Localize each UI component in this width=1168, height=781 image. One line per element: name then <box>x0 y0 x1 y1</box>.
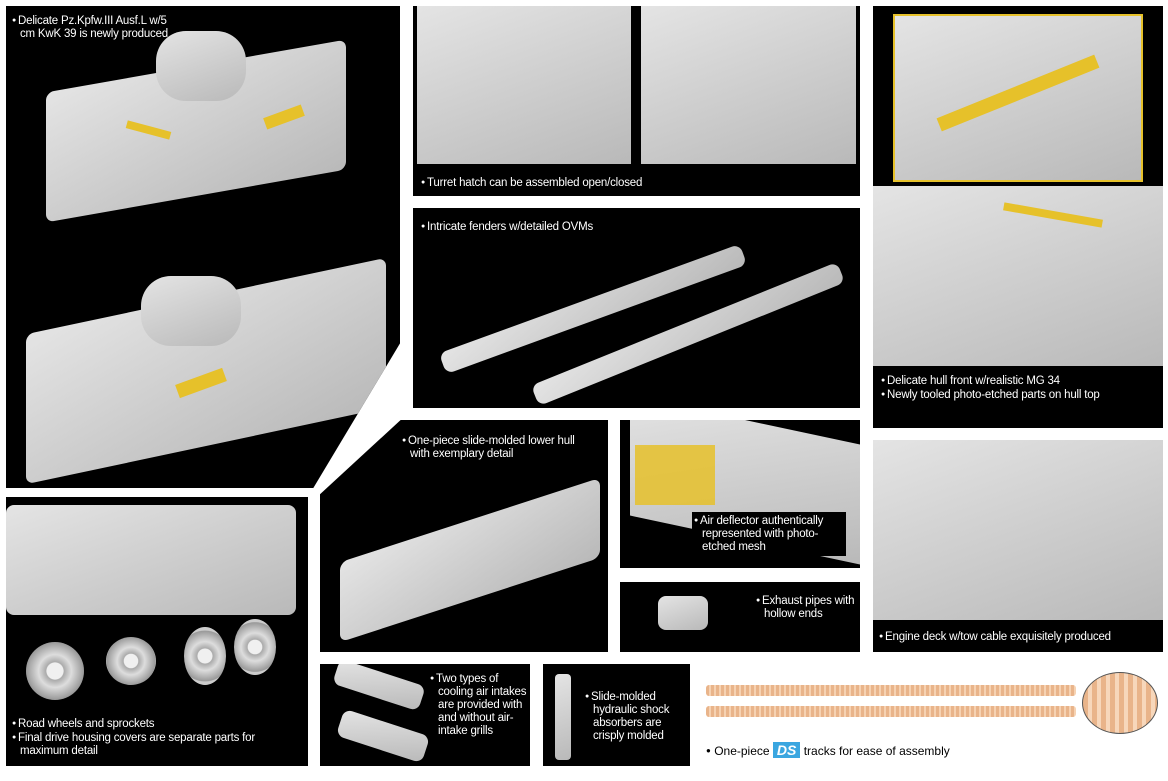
ds-logo: DS <box>772 742 801 758</box>
turret-hatch-closed <box>417 6 631 164</box>
caption-shocks: Slide-molded hydraulic shock absorbers a… <box>585 690 689 743</box>
road-wheel-part <box>184 627 226 685</box>
road-wheel-part <box>234 619 276 675</box>
panel-engine-deck: Engine deck w/tow cable exquisitely prod… <box>873 440 1163 652</box>
panel-hull-front: Delicate hull front w/realistic MG 34 Ne… <box>873 6 1163 428</box>
panel-road-wheels: Road wheels and sprockets Final drive ho… <box>6 497 308 766</box>
caption-engine-deck: Engine deck w/tow cable exquisitely prod… <box>879 630 1111 644</box>
tank-turret-bottom <box>141 276 241 346</box>
lower-hull-part <box>340 477 600 643</box>
caption-exhaust: Exhaust pipes with hollow ends <box>756 594 856 621</box>
caption-fenders: Intricate fenders w/detailed OVMs <box>421 220 593 234</box>
panel-exhaust: Exhaust pipes with hollow ends <box>620 582 860 652</box>
caption-intakes: Two types of cooling air intakes are pro… <box>430 672 530 738</box>
caption-wheels: Road wheels and sprockets Final drive ho… <box>12 717 302 758</box>
tank-turret-top <box>156 31 246 101</box>
turret-hatch-open <box>641 6 856 164</box>
caption-main-tank: Delicate Pz.Kpfw.III Ausf.L w/5 cm KwK 3… <box>12 14 172 41</box>
shock-absorber-part <box>555 674 571 760</box>
photo-etch-mesh <box>635 445 715 505</box>
panel-main-tank: Delicate Pz.Kpfw.III Ausf.L w/5 cm KwK 3… <box>6 6 400 488</box>
caption-hull-front: Delicate hull front w/realistic MG 34 Ne… <box>881 374 1161 402</box>
sprocket-part <box>26 642 84 700</box>
panel-fenders: Intricate fenders w/detailed OVMs <box>413 208 860 408</box>
fender-part <box>438 243 748 375</box>
caption-turret-hatch: Turret hatch can be assembled open/close… <box>421 176 642 190</box>
caption-air-deflector: Air deflector authentically represented … <box>692 512 846 556</box>
track-run <box>706 685 1076 696</box>
track-run <box>706 706 1076 717</box>
intake-part <box>335 708 431 764</box>
drive-housing-part <box>106 637 156 685</box>
panel-turret-hatch: Turret hatch can be assembled open/close… <box>413 6 860 196</box>
engine-deck-model <box>873 440 1163 620</box>
caption-lower-hull: One-piece slide-molded lower hull with e… <box>402 434 592 461</box>
panel-shock-absorbers: Slide-molded hydraulic shock absorbers a… <box>543 664 690 766</box>
panel-lower-hull: One-piece slide-molded lower hull with e… <box>320 420 608 652</box>
intake-part <box>332 664 426 712</box>
hull-front-model <box>873 186 1163 366</box>
bullet-icon: ● <box>706 746 711 755</box>
tracks-section: ● One-piece DS tracks for ease of assemb… <box>700 670 1160 766</box>
caption-tracks: ● One-piece DS tracks for ease of assemb… <box>706 742 950 758</box>
panel-cooling-intakes: Two types of cooling air intakes are pro… <box>320 664 530 766</box>
tank-side-model <box>6 505 296 615</box>
panel-air-deflector: Air deflector authentically represented … <box>620 420 860 568</box>
track-detail-magnifier <box>1082 672 1158 734</box>
exhaust-part <box>658 596 708 630</box>
